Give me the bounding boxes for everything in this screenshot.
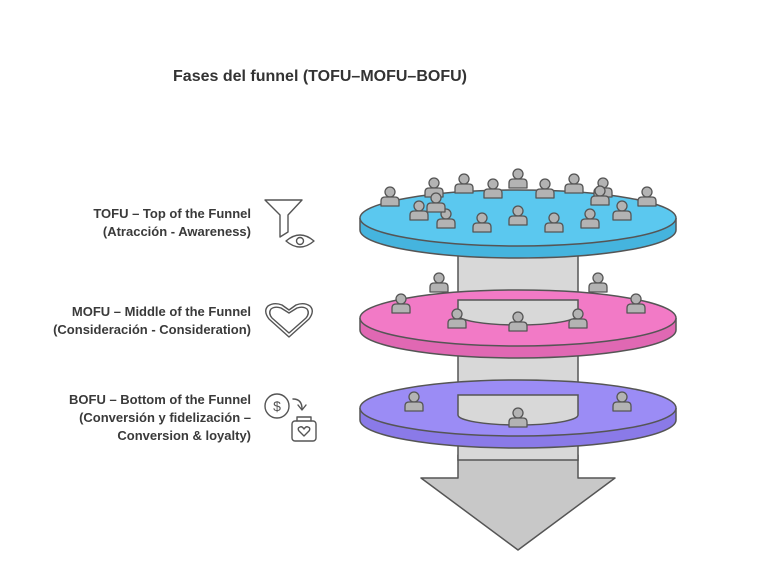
mofu-label: MOFU – Middle of the Funnel (Consideraci…	[53, 303, 251, 339]
person-icon	[588, 272, 608, 293]
person-icon	[483, 178, 503, 199]
person-icon	[626, 293, 646, 314]
person-icon	[508, 168, 528, 189]
bofu-label-line: Conversion & loyalty)	[117, 428, 251, 443]
person-icon	[637, 186, 657, 207]
person-icon	[535, 178, 555, 199]
tofu-label-line: (Atracción - Awareness)	[102, 224, 251, 239]
diagram-title: Fases del funnel (TOFU–MOFU–BOFU)	[173, 68, 467, 85]
bofu-disc	[359, 379, 677, 449]
heart-icon	[265, 303, 313, 338]
bofu-label-line: BOFU – Bottom of the Funnel	[69, 392, 251, 407]
dollar-cycle-bag-icon: $	[264, 393, 317, 442]
arrow-down	[420, 454, 616, 551]
mofu-label-line: (Consideración - Consideration)	[53, 322, 251, 337]
bofu-label-line: (Conversión y fidelización –	[79, 410, 251, 425]
svg-text:$: $	[273, 398, 281, 414]
person-icon	[429, 272, 449, 293]
mofu-disc	[359, 272, 677, 359]
person-icon	[380, 186, 400, 207]
tofu-label-line: TOFU – Top of the Funnel	[93, 206, 251, 221]
bofu-label: BOFU – Bottom of the Funnel (Conversión …	[69, 391, 251, 445]
tofu-label: TOFU – Top of the Funnel (Atracción - Aw…	[93, 205, 251, 241]
mofu-label-line: MOFU – Middle of the Funnel	[71, 304, 251, 319]
funnel-eye-icon	[264, 199, 315, 248]
person-icon	[564, 173, 584, 194]
person-icon	[454, 173, 474, 194]
tofu-disc	[359, 168, 677, 259]
person-icon	[391, 293, 411, 314]
